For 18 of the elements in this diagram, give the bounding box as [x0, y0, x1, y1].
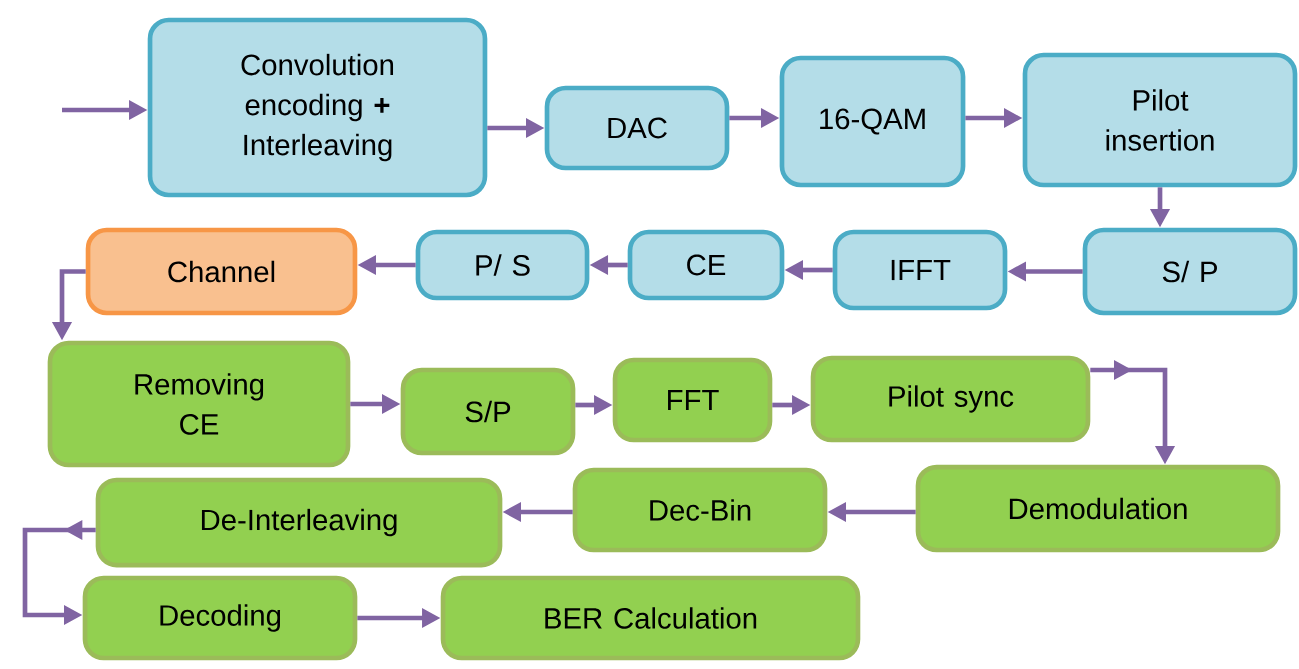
process-box: CE — [627, 229, 785, 301]
process-box: 16-QAM — [779, 55, 966, 188]
process-box: Demodulation — [915, 464, 1281, 553]
process-box: S/ P — [1082, 227, 1298, 316]
process-box: P/ S — [415, 229, 590, 301]
process-box: Pilot insertion — [1022, 52, 1298, 188]
process-box: Removing CE — [47, 340, 351, 468]
process-box: Convolution encoding + Interleaving — [147, 17, 488, 198]
process-box: FFT — [612, 357, 773, 443]
process-box: S/P — [400, 367, 576, 456]
process-box: DAC — [544, 85, 730, 171]
channel-box: Channel — [85, 227, 358, 316]
process-box: IFFT — [832, 229, 1008, 311]
process-box: BER Calculation — [440, 575, 861, 661]
process-box: Dec-Bin — [572, 467, 828, 553]
process-box: Decoding — [82, 575, 358, 661]
process-box: De-Interleaving — [95, 477, 503, 568]
process-box: Pilot sync — [810, 355, 1091, 443]
